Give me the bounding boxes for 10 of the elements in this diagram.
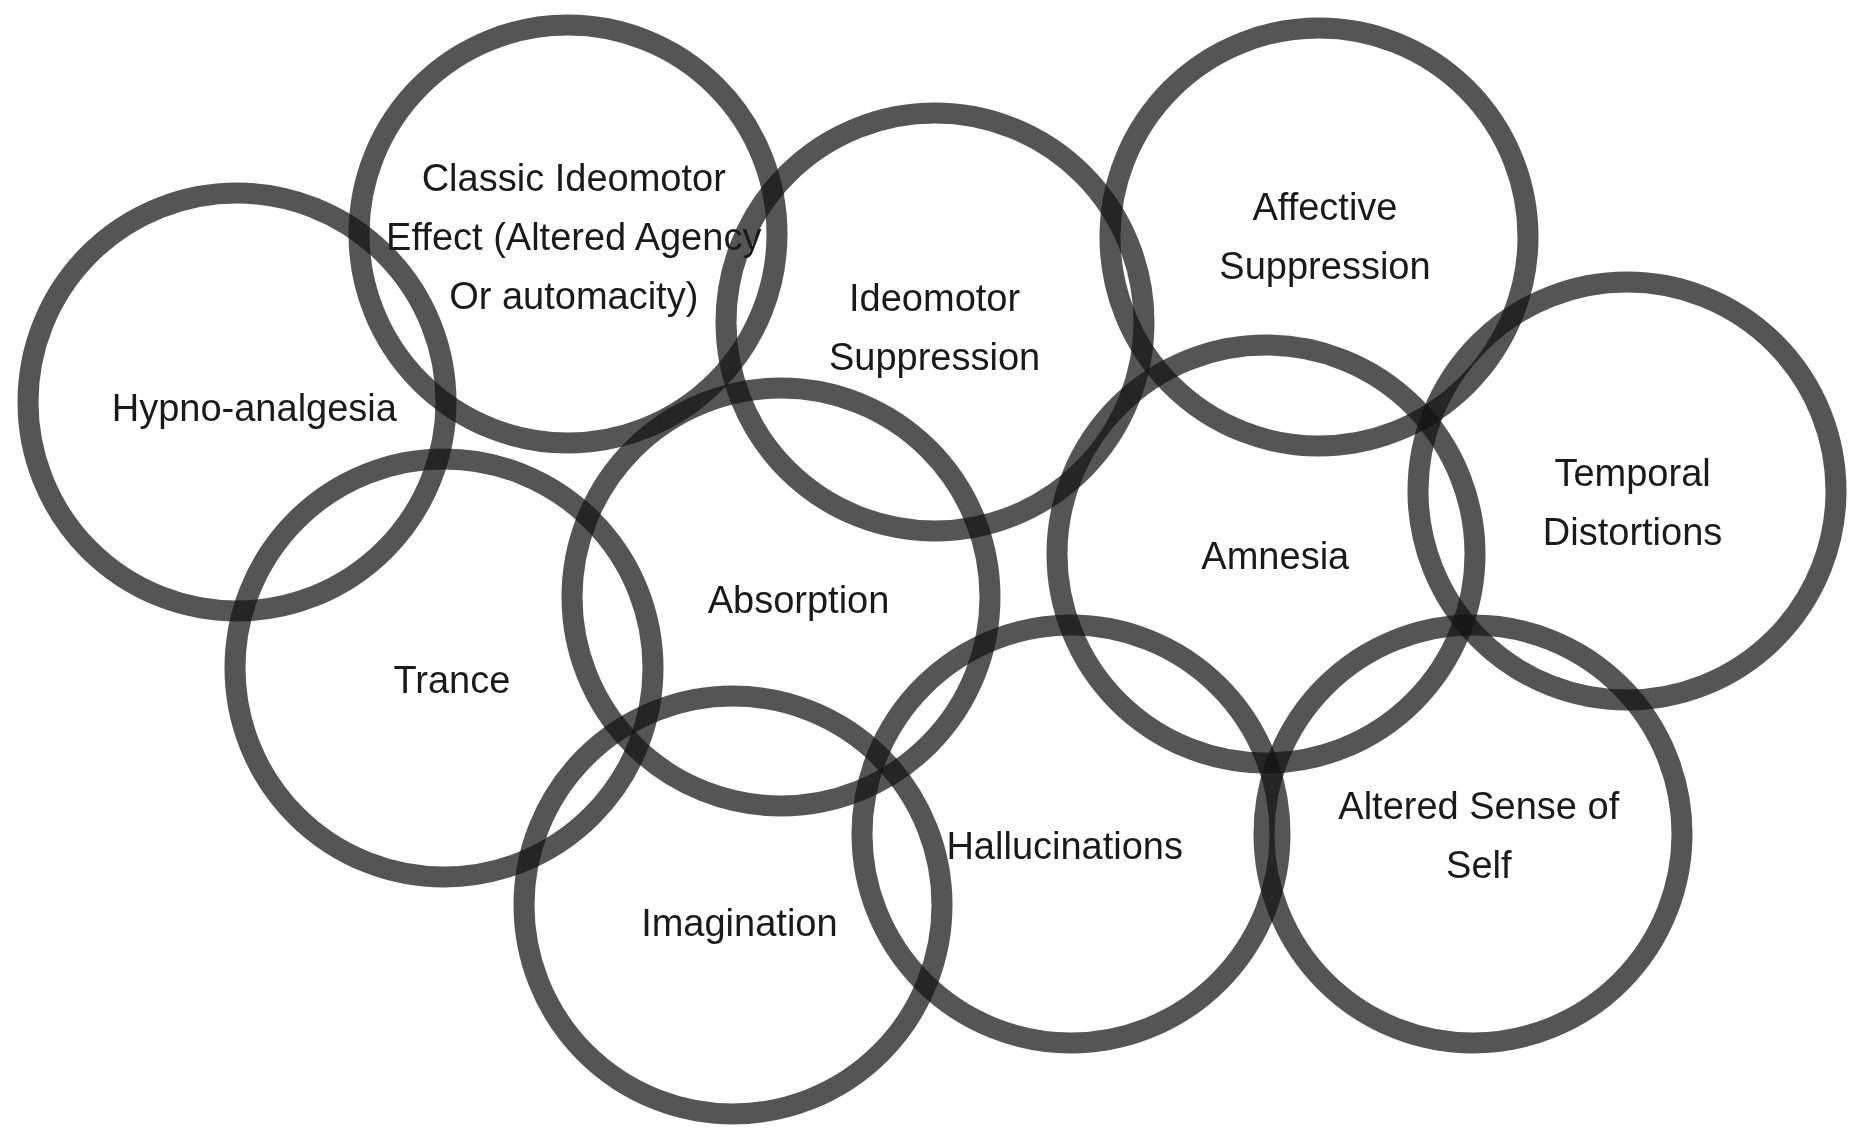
circle-label: Affective Suppression bbox=[1218, 184, 1432, 289]
circle-label: Hallucinations bbox=[945, 823, 1184, 869]
circle-label: Altered Sense of Self bbox=[1337, 784, 1621, 889]
circle-label: Temporal Distortions bbox=[1541, 450, 1724, 555]
circle-label: Trance bbox=[392, 657, 512, 703]
circle-label: Amnesia bbox=[1200, 533, 1351, 579]
circle-label: Hypno-analgesia bbox=[110, 385, 398, 431]
circle-label: Absorption bbox=[706, 577, 891, 623]
circle-label: Ideomotor Suppression bbox=[827, 275, 1042, 380]
circle-label: Imagination bbox=[640, 900, 839, 946]
